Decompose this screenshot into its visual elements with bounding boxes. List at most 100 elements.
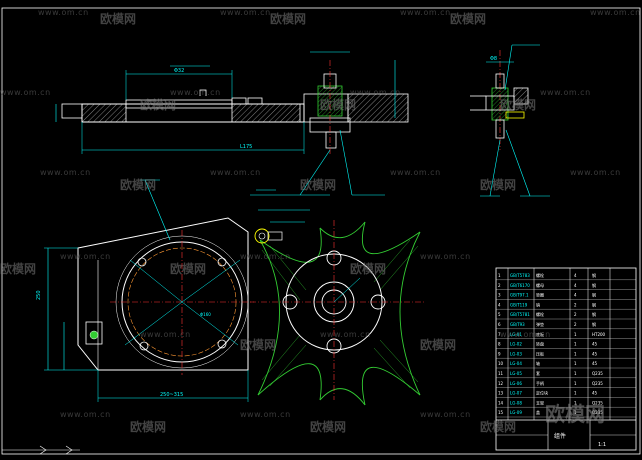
watermark-url: www.om.cn	[420, 252, 471, 261]
bom-cell: LG-03	[510, 351, 522, 356]
watermark-url: www.om.cn	[320, 330, 371, 339]
bom-cell: 2	[574, 312, 577, 317]
watermark-url: www.om.cn	[0, 88, 51, 97]
watermark-url: www.om.cn	[400, 8, 451, 17]
watermark-logo: 欧模网	[320, 98, 357, 112]
bom-cell: 1	[574, 381, 577, 386]
bom-cell: 9	[498, 351, 501, 356]
circle-dia-label: Φ160	[200, 312, 211, 317]
bom-cell: LG-01	[510, 332, 522, 337]
watermark-url: www.om.cn	[60, 410, 111, 419]
bom-cell: 底板	[536, 331, 544, 337]
bom-cell: 1	[574, 391, 577, 396]
plan-view: 250 250~315 Φ160	[36, 179, 254, 402]
watermark-url: www.om.cn	[590, 8, 641, 17]
bom-cell: 1	[574, 371, 577, 376]
bom-cell: 钢	[592, 282, 596, 288]
watermark-logo: 欧模网	[310, 420, 347, 434]
watermark-url: www.om.cn	[40, 168, 91, 177]
watermark-url: www.om.cn	[390, 168, 441, 177]
bom-cell: 5	[498, 312, 501, 317]
bom-cell: 钢	[592, 292, 596, 298]
watermark-logo: 欧模网	[450, 12, 487, 26]
watermark-url: www.om.cn	[220, 8, 271, 17]
bom-cell: LG-04	[510, 361, 522, 366]
watermark-url: www.om.cn	[60, 252, 111, 261]
bom-cell: 14	[498, 400, 504, 405]
title-block-scale: 1:1	[598, 442, 606, 448]
watermark-logo: 欧模网	[140, 98, 177, 112]
watermark-url: www.om.cn	[38, 8, 89, 17]
bom-cell: 45	[592, 342, 598, 347]
bom-cell: 11	[498, 371, 504, 376]
bom-cell: GB/T5781	[510, 312, 530, 317]
bom-cell: 2	[498, 283, 501, 288]
watermark-logo: 欧模网	[480, 420, 517, 434]
bom-cell: 45	[592, 391, 598, 396]
watermark-logo: 欧模网	[270, 12, 307, 26]
watermark-url: www.om.cn	[240, 252, 291, 261]
bom-cell: 4	[574, 283, 577, 288]
bom-cell: 2	[574, 322, 577, 327]
watermark-url: www.om.cn	[170, 88, 221, 97]
bom-cell: 2	[574, 302, 577, 307]
bom-cell: 1	[498, 273, 501, 278]
bom-cell: 轴	[536, 360, 540, 366]
watermark-url: www.om.cn	[500, 330, 551, 339]
bom-cell: 套	[536, 370, 540, 376]
bom-cell: Q235	[592, 400, 603, 405]
bom-cell: 4	[574, 293, 577, 298]
side-section-view: Φ8	[470, 44, 550, 197]
bom-cell: LG-08	[510, 400, 522, 405]
watermark-url: www.om.cn	[570, 168, 621, 177]
bom-cell: 螺母	[536, 282, 544, 288]
bom-cell: 7	[498, 332, 501, 337]
bom-cell: GB/T93	[510, 322, 525, 327]
watermark-logo: 欧模网	[500, 98, 537, 112]
bom-cell: 15	[498, 410, 504, 415]
top-length-label: L175	[240, 144, 252, 150]
bom-cell: 支架	[536, 399, 544, 405]
bom-cell: LG-09	[510, 410, 522, 415]
watermark-url: www.om.cn	[210, 168, 261, 177]
bom-cell: 钢	[592, 272, 596, 278]
bom-cell: GB/T119	[510, 302, 528, 307]
bom-cell: 4	[498, 302, 501, 307]
star-wheel-view	[250, 209, 425, 406]
bom-cell: 定位块	[536, 390, 548, 396]
bom-cell: 45	[592, 361, 598, 366]
bom-cell: 12	[498, 381, 504, 386]
bom-cell: 销	[536, 301, 540, 307]
watermark-logo: 欧模网	[130, 420, 167, 434]
watermark-url: www.om.cn	[240, 410, 291, 419]
bom-cell: 转盘	[536, 341, 544, 347]
bom-cell: LG-07	[510, 391, 522, 396]
watermark-url: www.om.cn	[350, 88, 401, 97]
bom-cell: Q235	[592, 371, 603, 376]
bom-cell: 1	[574, 410, 577, 415]
bom-cell: 盖	[536, 409, 540, 415]
bom-cell: GB/T97.1	[510, 293, 529, 298]
drawing-border	[1, 7, 641, 455]
bom-cell: 钢	[592, 301, 596, 307]
bom-cell: 4	[574, 273, 577, 278]
watermark-logo: 欧模网	[480, 178, 517, 192]
bom-cell: 弹垫	[536, 321, 544, 327]
bom-cell: 13	[498, 391, 504, 396]
watermark-url: www.om.cn	[540, 88, 591, 97]
plan-height-label: 250	[36, 290, 42, 300]
watermark-logo: 欧模网	[170, 262, 207, 276]
bom-cell: Q235	[592, 410, 603, 415]
bom-cell: 6	[498, 322, 501, 327]
bom-cell: 45	[592, 351, 598, 356]
bom-cell: 1	[574, 361, 577, 366]
bom-cell: 钢	[592, 311, 596, 317]
watermark-logo: 欧模网	[240, 338, 277, 352]
bom-cell: 1	[574, 332, 577, 337]
watermark-url: www.om.cn	[420, 410, 471, 419]
bom-cell: 垫圈	[536, 292, 544, 298]
bom-cell: 1	[574, 351, 577, 356]
